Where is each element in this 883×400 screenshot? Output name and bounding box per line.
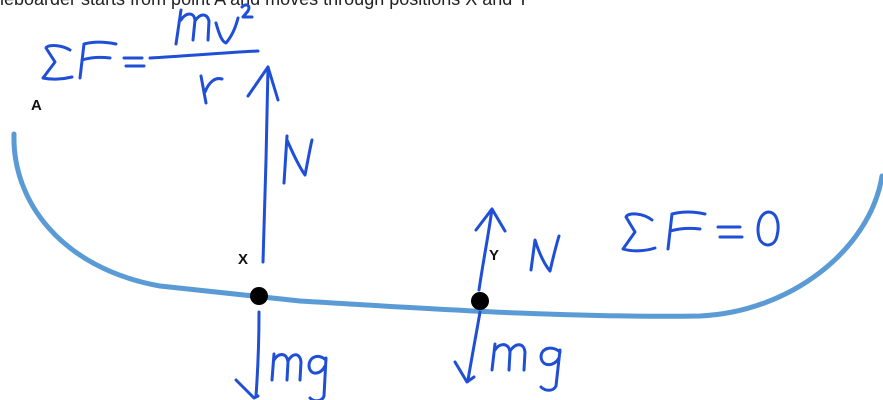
point-y-label: Y <box>489 247 500 264</box>
position-x-dot <box>250 287 268 305</box>
point-a-label: A <box>31 97 42 114</box>
net-force-x-annotation <box>41 3 260 105</box>
position-y-dot <box>471 292 489 310</box>
weight-y-arrow <box>453 310 562 392</box>
weight-x-arrow <box>234 310 328 400</box>
problem-caption: ieboarder starts from point A and moves … <box>0 0 529 10</box>
track-curve <box>11 131 883 319</box>
net-force-y-annotation <box>621 210 780 253</box>
normal-force-x-arrow <box>246 65 314 264</box>
normal-force-y-arrow <box>474 207 561 292</box>
point-x-label: X <box>238 251 249 268</box>
